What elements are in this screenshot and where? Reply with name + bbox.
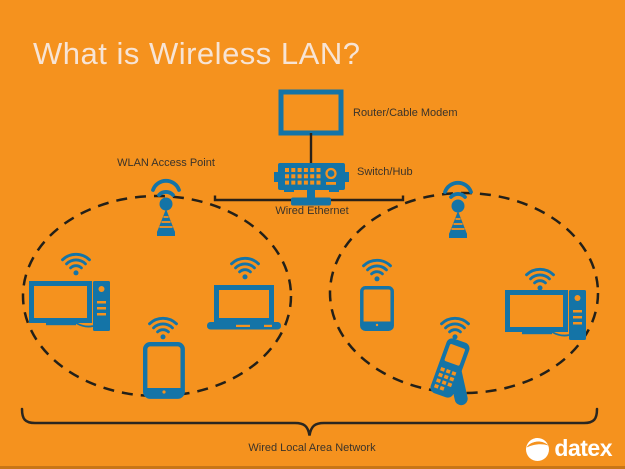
wifi-signal-icon (230, 256, 260, 280)
wlan-access-point-label: WLAN Access Point (117, 157, 215, 169)
wlan-access-point-antenna-icon-right (443, 180, 473, 240)
wifi-signal-icon (362, 258, 392, 282)
ethernet-tap-connector (291, 189, 331, 206)
wired-lan-bracket (20, 407, 599, 436)
router-cable-modem-icon (278, 89, 344, 136)
page-title: What is Wireless LAN? (33, 36, 361, 71)
tablet-icon (145, 344, 183, 397)
wifi-signal-icon (525, 267, 555, 291)
slide-bottom-edge (0, 466, 625, 469)
wlan-access-point-antenna-icon-left (151, 178, 181, 238)
laptop-icon (207, 288, 281, 330)
router-label: Router/Cable Modem (353, 107, 458, 119)
wifi-signal-icon (61, 252, 91, 276)
datex-logo-swirl-icon (526, 438, 550, 461)
wifi-signal-icon (440, 316, 470, 340)
wired-lan-label: Wired Local Area Network (248, 442, 376, 454)
datex-logo-text: datex (554, 435, 612, 461)
desktop-pc-icon-right (508, 290, 587, 340)
wireless-cell-right (328, 191, 600, 395)
wired-ethernet-label: Wired Ethernet (275, 205, 349, 217)
wifi-signal-icon (148, 316, 178, 340)
mobile-tablet-icon (360, 286, 394, 331)
handheld-scanner-icon (430, 338, 470, 406)
desktop-pc-icon-left (32, 281, 111, 331)
switch-hub-label: Switch/Hub (357, 166, 413, 178)
wireless-cell-left (21, 194, 293, 398)
datex-logo: datex (524, 435, 612, 462)
switch-hub-icon (274, 163, 349, 192)
